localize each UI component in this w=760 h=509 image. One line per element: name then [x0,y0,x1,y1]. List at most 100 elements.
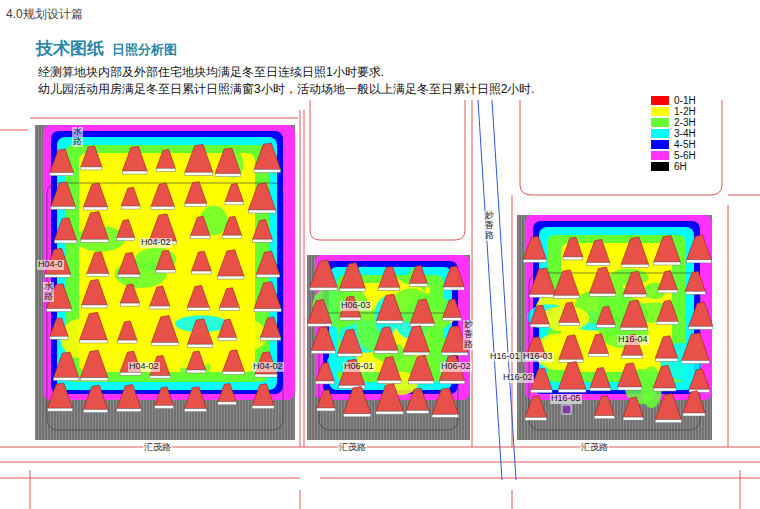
legend-text: 1-2H [674,106,696,117]
shadow-zero-one-hour [343,386,370,413]
building-footprint [150,376,170,379]
map-label: 妙香路 [463,320,474,350]
road-edge [0,462,760,463]
shadow-zero-one-hour [311,327,335,351]
map-label: H16-02 [502,373,534,383]
map-label: H04-02 [140,238,172,248]
shadow-zero-one-hour [587,239,610,262]
building-footprint [310,287,338,290]
building-footprint [156,168,175,171]
shadow-zero-one-hour [654,235,681,262]
shadow-zero-one-hour [531,368,553,390]
sunlight-band [79,153,255,372]
shadow-zero-one-hour [589,267,615,293]
building-footprint [191,236,210,239]
building-footprint [87,274,109,277]
building-footprint [220,307,240,310]
shadow-zero-one-hour [122,146,147,171]
legend-swatch [651,140,669,149]
shadow-zero-one-hour [597,306,616,325]
building-footprint [597,325,616,328]
shadow-zero-one-hour [689,369,709,389]
map-label: H06-02 [440,362,472,372]
sunlight-parcel [307,255,470,440]
building-footprint [525,417,547,420]
legend-text: 2-3H [674,117,696,128]
shadow-zero-one-hour [248,183,275,210]
shadow-zero-one-hour [260,317,280,337]
building-footprint [53,377,78,380]
building-footprint [120,303,139,306]
sunlight-parcel [517,215,713,440]
shadow-zero-one-hour [118,321,137,340]
building-footprint [187,308,209,311]
shadow-zero-one-hour [620,300,647,327]
shadow-zero-one-hour [623,271,646,294]
building-footprint [187,370,206,373]
building-footprint [439,381,465,384]
shadow-zero-one-hour [151,316,178,343]
building-footprint [184,409,206,412]
building-footprint [317,408,335,411]
shadow-zero-one-hour [530,305,549,324]
building-footprint [410,323,434,326]
building-footprint [374,350,398,353]
building-footprint [432,414,459,417]
shadow-zero-one-hour [185,182,207,204]
sunlight-band [315,255,470,400]
legend-swatch [651,151,669,160]
building-footprint [185,204,207,207]
building-footprint [45,274,71,277]
shadow-zero-one-hour [253,220,273,240]
shadow-zero-one-hour [558,362,586,390]
map-label: 汇茂路 [143,443,172,453]
road-edge [520,100,722,195]
shadow-zero-one-hour [310,260,338,288]
shadow-zero-one-hour [379,266,400,287]
legend-text: 5-6H [674,150,696,161]
building-footprint [594,416,614,419]
building-footprint [443,318,462,321]
building-footprint [523,259,546,262]
note-text: 4.0规划设计篇 [6,6,83,23]
building-footprint [47,408,72,411]
note-text: 经测算地块内部及外部住宅地块均满足冬至日连续日照1小时要求. [38,64,384,81]
shadow-zero-one-hour [225,183,243,201]
shadow-zero-one-hour [82,279,108,305]
building-footprint [122,171,147,174]
legend-text: 6H [674,161,687,172]
legend-swatch [651,162,669,171]
shadow-zero-one-hour [118,252,140,274]
shadow-zero-one-hour [54,218,76,240]
building-footprint [403,352,429,355]
shadow-zero-one-hour [621,237,648,264]
boundary-line [478,100,502,480]
map-label: H16-05 [550,394,582,404]
sunlight-band [57,137,277,390]
legend-swatch [651,107,669,116]
building-footprint [406,410,428,413]
building-footprint [658,290,677,293]
shadow-zero-one-hour [223,216,242,235]
shadow-zero-one-hour [187,351,206,370]
shadow-zero-one-hour [406,388,428,410]
shadow-zero-one-hour [403,326,429,352]
road-edge [30,118,298,119]
shadow-zero-one-hour [594,396,614,416]
shadow-zero-one-hour [377,294,403,320]
building-footprint [117,238,135,241]
building-footprint [558,389,586,392]
road-edge [472,100,473,447]
shadow-zero-one-hour [156,149,175,168]
building-footprint [117,409,141,412]
setback-line [529,273,700,430]
building-footprint [253,239,273,242]
road-edge [30,470,31,509]
shadow-zero-one-hour [338,329,362,353]
six-hour-ground [517,215,712,440]
building-footprint [682,361,710,364]
shadow-zero-one-hour [443,299,462,318]
shadow-zero-one-hour [80,312,108,340]
building-footprint [252,406,274,409]
shadow-zero-one-hour [529,268,555,294]
